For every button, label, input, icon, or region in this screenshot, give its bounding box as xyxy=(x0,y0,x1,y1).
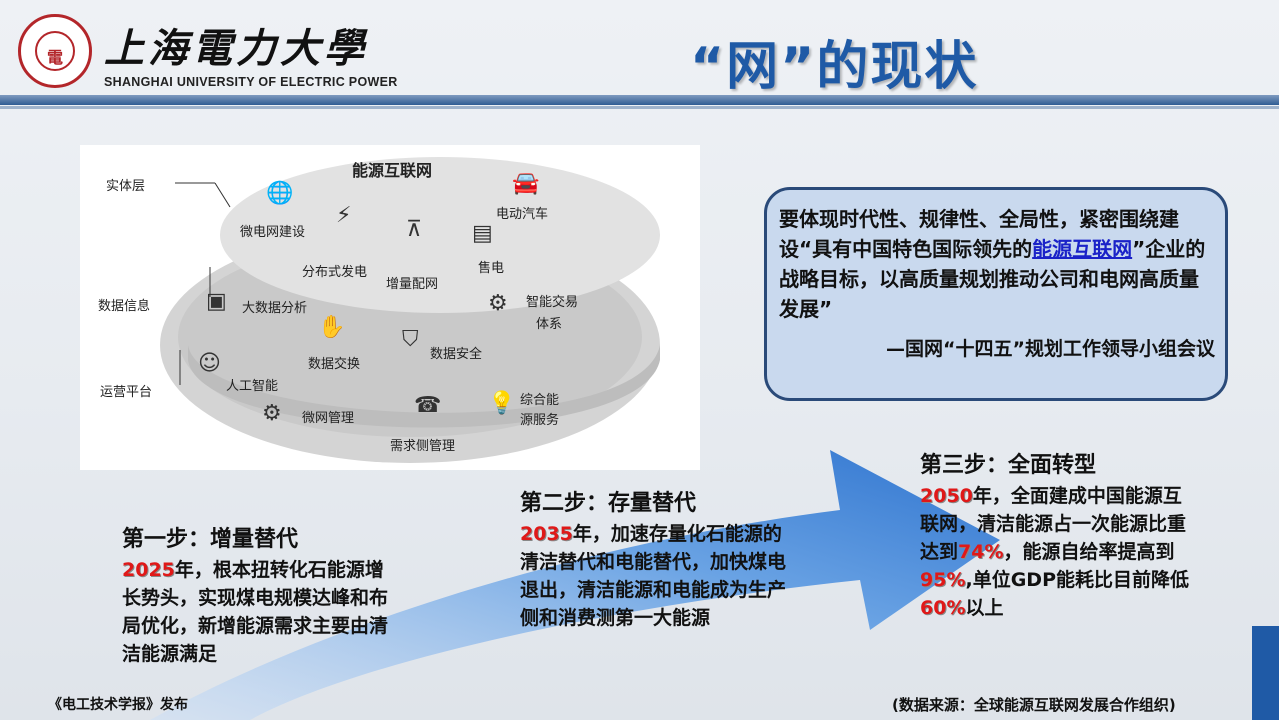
quote-text-after: ”企业的战略目标，以高质量规划推动公司和电网高质量发展” xyxy=(779,237,1206,321)
gear-icon: ⚙ xyxy=(262,401,282,426)
item-integrated-service-2: 源服务 xyxy=(520,413,560,428)
item-microgrid: 微电网建设 xyxy=(240,225,306,240)
analytics-icon: ▣ xyxy=(206,289,227,314)
item-bigdata: 大数据分析 xyxy=(242,301,308,316)
gears-icon: ⚙ xyxy=(488,291,508,316)
step-2-heading: 第二步：存量替代 xyxy=(520,491,697,516)
tower-icon: ⊼ xyxy=(406,217,423,242)
university-seal-logo: 電 xyxy=(18,14,92,88)
item-power-sale: 售电 xyxy=(478,261,505,276)
quote-text: 要体现时代性、规律性、全局性，紧密围绕建设“具有中国特色国际领先的能源互联网”企… xyxy=(779,204,1215,324)
step-3-text-1: 年，全面建成中国能源互联网，清洁能源占一次能源比重达到 xyxy=(920,485,1187,563)
step-3-year: 2050 xyxy=(920,485,973,507)
step-2: 第二步：存量替代 2035年，加速存量化石能源的清洁替代和电能替代，加快煤电退出… xyxy=(520,490,792,632)
diagram-title: 能源互联网 xyxy=(352,161,433,180)
globe-icon: 🌐 xyxy=(266,181,294,206)
step-3-body: 2050年，全面建成中国能源互联网，清洁能源占一次能源比重达到74%，能源自给率… xyxy=(920,482,1196,622)
wind-turbine-icon: ⚡ xyxy=(336,203,352,228)
handshake-icon: ✋ xyxy=(318,315,346,340)
step-3-text-3: ,单位GDP能耗比目前降低 xyxy=(965,569,1189,591)
step-1: 第一步：增量替代 2025年，根本扭转化石能源增长势头，实现煤电规模达峰和布局优… xyxy=(122,526,394,668)
item-distributed-gen: 分布式发电 xyxy=(302,265,368,280)
step-3-text-4: 以上 xyxy=(965,597,1004,619)
car-icon: 🚘 xyxy=(512,171,540,196)
phone-icon: ☎ xyxy=(414,393,442,418)
energy-internet-diagram: 能源互联网 实体层 数据信息 运营平台 🌐 微电网建设 ⚡ 分布式发电 ⊼ 增量… xyxy=(80,145,700,470)
step-2-text: 年，加速存量化石能源的清洁替代和电能替代，加快煤电退出，清洁能源和电能成为生产侧… xyxy=(520,523,787,629)
item-incremental-grid: 增量配网 xyxy=(386,277,439,292)
item-smart-trade: 智能交易 xyxy=(526,295,579,310)
step-3-pct-3: 60% xyxy=(920,597,966,619)
step-1-body: 2025年，根本扭转化石能源增长势头，实现煤电规模达峰和布局优化，新增能源需求主… xyxy=(122,556,394,668)
quote-source: —国网“十四五”规划工作领导小组会议 xyxy=(886,338,1215,360)
step-3-pct-2: 95% xyxy=(920,569,966,591)
diagram-rings xyxy=(160,157,660,463)
item-smart-trade-2: 体系 xyxy=(536,317,563,332)
step-3-text-2: ，能源自给率提高到 xyxy=(1003,541,1175,563)
power-sale-icon: ▤ xyxy=(472,221,493,246)
corner-accent xyxy=(1252,626,1279,720)
header-divider xyxy=(0,95,1279,105)
item-ai: 人工智能 xyxy=(226,379,279,394)
person-headset-icon: ☺ xyxy=(198,351,221,376)
quote-text-before: 要体现时代性、规律性、全局性，紧密围绕建设“具有中国特色国际领先的 xyxy=(779,207,1179,261)
step-3-pct-1: 74% xyxy=(958,541,1004,563)
item-demand-mgmt: 需求侧管理 xyxy=(390,439,456,454)
label-data-info: 数据信息 xyxy=(98,299,151,314)
lightbulb-icon: 💡 xyxy=(488,391,516,416)
step-1-heading: 第一步：增量替代 xyxy=(122,527,299,552)
item-data-exchange: 数据交换 xyxy=(308,357,361,372)
label-physical-layer: 实体层 xyxy=(106,179,146,194)
page-title: “网”的现状 xyxy=(690,37,979,97)
seal-glyph: 電 xyxy=(46,48,63,67)
item-ev: 电动汽车 xyxy=(496,207,549,222)
item-integrated-service: 综合能 xyxy=(520,393,560,408)
shield-icon: ⛉ xyxy=(402,327,419,352)
quote-box: 要体现时代性、规律性、全局性，紧密围绕建设“具有中国特色国际领先的能源互联网”企… xyxy=(764,187,1228,401)
label-operation-platform: 运营平台 xyxy=(100,385,153,400)
step-3: 第三步：全面转型 2050年，全面建成中国能源互联网，清洁能源占一次能源比重达到… xyxy=(920,452,1196,622)
step-2-year: 2035 xyxy=(520,523,573,545)
step-3-heading: 第三步：全面转型 xyxy=(920,453,1097,478)
header-divider-thin xyxy=(0,106,1279,109)
university-name-cn: 上海電力大學 xyxy=(104,25,368,72)
step-1-year: 2025 xyxy=(122,559,175,581)
item-microgrid-mgmt: 微网管理 xyxy=(302,411,355,426)
step-1-text: 年，根本扭转化石能源增长势头，实现煤电规模达峰和布局优化，新增能源需求主要由清洁… xyxy=(122,559,389,665)
step-2-body: 2035年，加速存量化石能源的清洁替代和电能替代，加快煤电退出，清洁能源和电能成… xyxy=(520,520,792,632)
data-source-note: (数据来源：全球能源互联网发展合作组织) xyxy=(892,696,1176,714)
publisher-note: 《电工技术学报》发布 xyxy=(48,697,188,713)
progress-arrow xyxy=(150,450,1000,720)
quote-highlight: 能源互联网 xyxy=(1032,237,1133,261)
university-name-en: SHANGHAI UNIVERSITY OF ELECTRIC POWER xyxy=(104,75,398,89)
item-data-security: 数据安全 xyxy=(430,347,483,362)
